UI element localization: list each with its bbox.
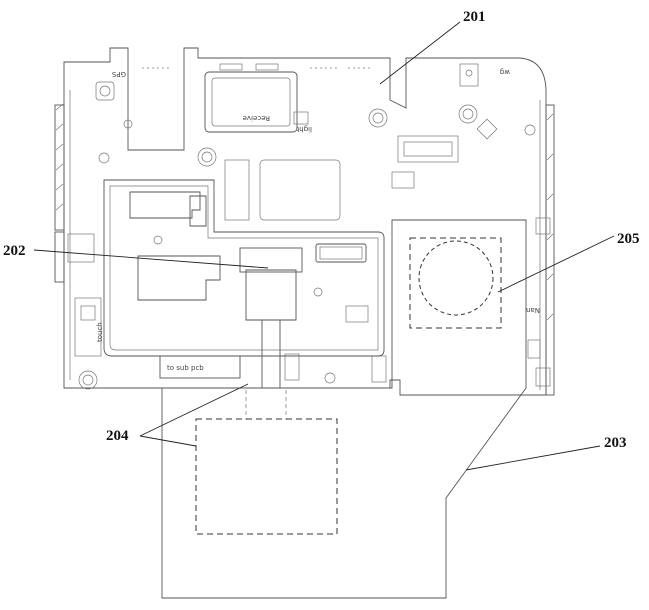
wg-text: wg <box>500 68 510 76</box>
camera-module <box>409 237 502 329</box>
ref-label-203: 203 <box>604 435 627 451</box>
receive-text: Receive <box>243 114 270 122</box>
nan-text: Nan <box>526 306 540 314</box>
touch-text: touch <box>96 322 104 342</box>
ref-label-205: 205 <box>617 231 640 247</box>
ref-label-202: 202 <box>3 243 26 259</box>
shield-frame <box>103 179 385 357</box>
fingerprint-area <box>195 418 338 535</box>
main-board <box>54 47 555 396</box>
leader-lines <box>33 21 615 471</box>
to-sub-pcb-text: to sub pcb <box>167 364 204 372</box>
flex-cable <box>245 269 297 420</box>
light-text: light <box>296 125 312 133</box>
ref-label-201: 201 <box>463 9 486 25</box>
board-components: GPS Receive light wg <box>67 63 551 390</box>
ref-label-204: 204 <box>106 428 129 444</box>
sub-board <box>161 219 527 599</box>
gps-text: GPS <box>111 70 126 78</box>
